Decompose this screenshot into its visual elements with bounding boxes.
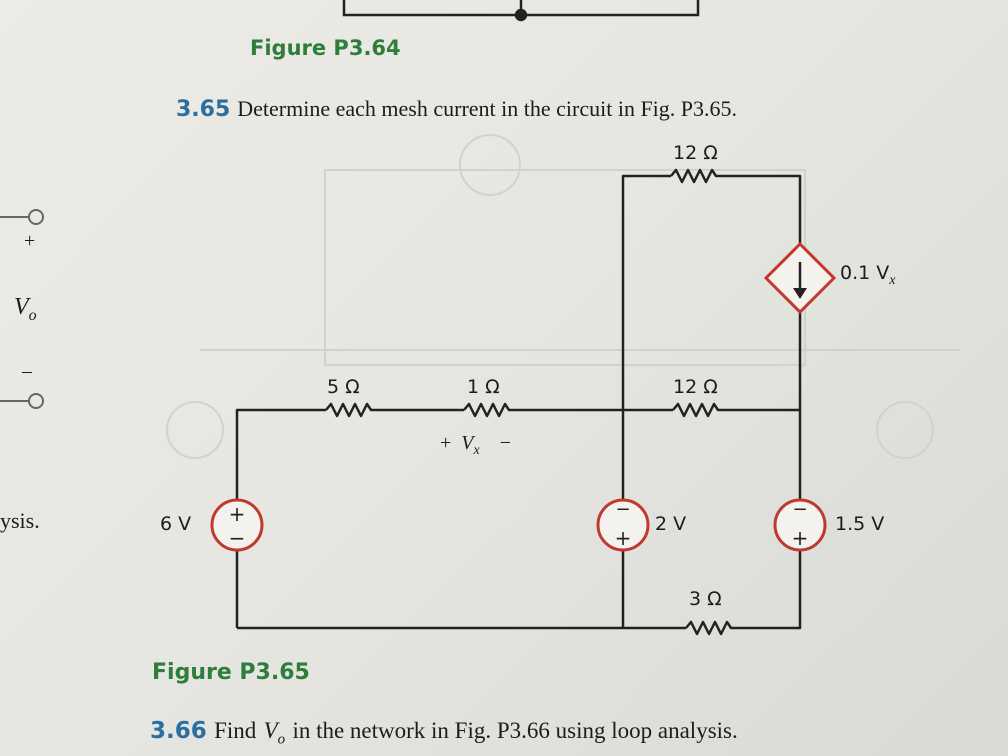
svg-text:−: − (615, 499, 630, 520)
figure-p364-label: Figure P3.64 (250, 36, 401, 60)
left-vo-var: V (14, 294, 29, 320)
resistor-top (670, 168, 721, 184)
label-6v: 6 V (160, 513, 192, 535)
dep-sub: x (889, 272, 896, 288)
wire-top-loop (621, 174, 671, 410)
problem-366-text-a: Find (214, 718, 257, 743)
left-vo: Vo (14, 294, 37, 325)
left-ysis: ysis. (0, 508, 40, 533)
dep-label: 0.1 V (840, 262, 890, 284)
problem-366-number: 3.66 (150, 718, 207, 744)
problem-365-text: Determine each mesh current in the circu… (237, 96, 738, 121)
vx-var: V (461, 432, 474, 454)
svg-text:+: + (229, 502, 246, 526)
vx-plus: + (440, 432, 452, 454)
left-terminal-top-circle (28, 209, 44, 225)
resistor-bottom (685, 620, 736, 636)
svg-text:+: + (615, 526, 632, 550)
left-terminal-top (0, 216, 30, 218)
label-vx: + Vx − (440, 432, 511, 459)
left-terminal-bottom-circle (28, 393, 44, 409)
wire-left-loop (235, 408, 326, 500)
source-1-5v: − + (773, 498, 827, 552)
label-r-5: 5 Ω (327, 376, 360, 398)
label-2v: 2 V (655, 513, 687, 535)
wire-top-right (721, 174, 802, 244)
label-r-1: 1 Ω (467, 376, 500, 398)
resistor-5ohm (325, 402, 376, 418)
label-r-mid: 12 Ω (673, 376, 718, 398)
wire-bottom-right (736, 550, 802, 630)
svg-text:+: + (792, 526, 809, 550)
left-vo-sub: o (28, 306, 37, 324)
left-terminal-bottom (0, 400, 30, 402)
label-dependent-source: 0.1 Vx (840, 262, 895, 289)
figure-p365-caption: Figure P3.65 (152, 660, 310, 685)
problem-366-var-sub: o (277, 731, 286, 748)
problem-366-text-b: in the network in Fig. P3.66 using loop … (292, 718, 738, 743)
label-r-bottom: 3 Ω (689, 588, 722, 610)
problem-366-var: V (263, 718, 278, 743)
figure-p364-partial (342, 0, 700, 22)
label-r-top: 12 Ω (673, 142, 718, 164)
svg-text:−: − (792, 499, 807, 520)
resistor-mid (672, 402, 723, 418)
left-minus: – (22, 360, 32, 382)
resistor-1ohm (463, 402, 514, 418)
problem-366: 3.66 Find Vo in the network in Fig. P3.6… (150, 718, 738, 749)
left-plus: + (24, 230, 36, 252)
problem-365-number: 3.65 (176, 97, 231, 122)
vx-minus: − (499, 432, 511, 454)
label-1-5v: 1.5 V (835, 513, 885, 535)
problem-365: 3.65 Determine each mesh current in the … (176, 96, 737, 122)
source-2v: − + (596, 498, 650, 552)
vx-sub: x (473, 443, 480, 458)
source-6v: + − (210, 498, 264, 552)
svg-text:−: − (229, 526, 246, 550)
dependent-current-source (763, 241, 837, 315)
arrow-down-icon (793, 288, 807, 299)
